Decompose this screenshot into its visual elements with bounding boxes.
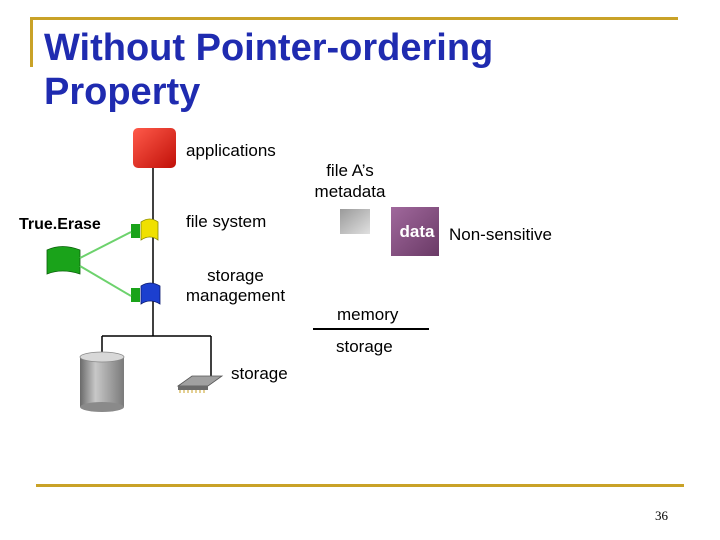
arrow-to-storage-management [79, 265, 132, 297]
file-system-label: file system [186, 212, 267, 231]
storage-right-label: storage [336, 337, 393, 356]
page-number: 36 [655, 508, 668, 523]
trueerase-flag-icon [46, 246, 81, 275]
applications-label: applications [186, 141, 276, 160]
file-system-flag-icon [131, 218, 159, 241]
data-block [391, 207, 439, 256]
left-rule [30, 17, 33, 67]
storage-bottom-label: storage [231, 364, 288, 383]
applications-block [133, 128, 176, 168]
title-line-1: Without Pointer-ordering [44, 27, 494, 69]
storage-management-label: storage management [178, 266, 293, 306]
trueerase-label: True.Erase [19, 216, 101, 233]
disk-storage-icon [79, 351, 125, 412]
memory-label: memory [337, 305, 399, 324]
storage-management-line-1: storage [207, 266, 264, 285]
metadata-line-1: file A’s [326, 161, 374, 180]
slide-title: Without Pointer-ordering Property [44, 26, 664, 114]
flash-chip-icon [176, 375, 224, 393]
bottom-rule [36, 484, 684, 487]
storage-management-flag-icon [131, 282, 161, 305]
top-rule [30, 17, 678, 20]
title-line-2: Property [44, 71, 201, 113]
storage-management-line-2: management [185, 286, 286, 305]
metadata-block [340, 209, 370, 234]
data-label: data [399, 222, 435, 241]
non-sensitive-label: Non-sensitive [449, 225, 552, 244]
metadata-label: file A’s metadata [300, 160, 400, 202]
metadata-line-2: metadata [314, 182, 386, 201]
arrow-to-file-system [79, 231, 132, 259]
